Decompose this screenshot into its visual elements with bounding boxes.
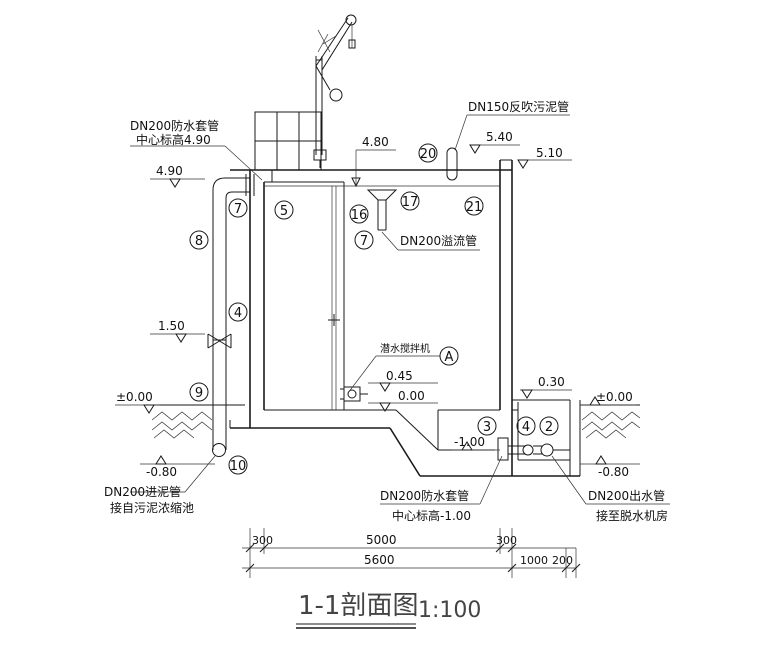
inlet-pipe	[207, 174, 255, 457]
dim-300-left: 300	[252, 534, 273, 547]
elev-m0-80-left: -0.80	[146, 465, 177, 479]
elev-5-40: 5.40	[486, 130, 513, 144]
mark-a: A	[445, 350, 454, 365]
elev-0-00-right: ±0.00	[596, 390, 633, 404]
sleeve-top-elev: 中心标高4.90	[136, 132, 211, 147]
outlet-pipe-label: DN200出水管	[588, 488, 665, 503]
elev-0-30: 0.30	[538, 375, 565, 389]
title-scale: 1:100	[418, 598, 481, 623]
leader-lines	[130, 114, 670, 505]
mixer-label: 潜水搅拌机	[380, 342, 430, 355]
title-underline	[296, 623, 416, 629]
control-cabinet	[254, 111, 322, 171]
elev-1-50: 1.50	[158, 319, 185, 333]
elevation-labels: 4.80 5.40 5.10 4.90 1.50 0.45 0.00 ±0.00…	[116, 130, 633, 479]
backwash-pipe-label: DN150反吹污泥管	[468, 99, 569, 114]
elev-m1-00: -1.00	[454, 435, 485, 449]
dim-5000: 5000	[366, 533, 397, 547]
marker-numbers: 20 21 7 5 16 17 7 8 4 9 10 A 3 4 2	[195, 147, 553, 474]
inlet-from-label: 接自污泥浓缩池	[110, 500, 194, 515]
dim-5600: 5600	[364, 553, 395, 567]
mark-9: 9	[195, 386, 203, 401]
sleeve-bot-name: DN200防水套管	[380, 488, 469, 503]
mark-7-top: 7	[234, 202, 242, 217]
ground-hatch-left	[150, 404, 245, 439]
drawing-title: 1-1剖面图 1:100	[298, 591, 481, 623]
overflow-pipe-label: DN200溢流管	[400, 233, 477, 248]
title-text: 1-1剖面图	[298, 591, 418, 621]
submersible-mixer	[340, 386, 368, 402]
mark-4-outlet: 4	[522, 420, 530, 435]
sleeve-top-name: DN200防水套管	[130, 118, 219, 133]
outlet-to-label: 接至脱水机房	[596, 508, 668, 523]
dimension-labels: 300 5000 300 5600 1000 200	[252, 533, 573, 567]
mark-4-inlet: 4	[234, 306, 242, 321]
inlet-pipe-label: DN200进泥管	[104, 484, 181, 499]
mark-7-overflow: 7	[360, 234, 368, 249]
mark-8: 8	[195, 234, 203, 249]
hoist-crane	[313, 14, 357, 168]
overflow-funnel	[366, 189, 398, 231]
dimension-lines	[242, 528, 581, 578]
mark-10: 10	[230, 459, 247, 474]
elev-5-10: 5.10	[536, 146, 563, 160]
ground-hatch-right	[580, 404, 641, 439]
mark-21: 21	[466, 200, 483, 215]
mark-5: 5	[280, 204, 288, 219]
elev-0-00-left: ±0.00	[116, 390, 153, 404]
mark-3: 3	[483, 420, 491, 435]
dim-300-right: 300	[496, 534, 517, 547]
elev-0-45: 0.45	[386, 369, 413, 383]
elev-4-80: 4.80	[362, 135, 389, 149]
elev-m0-80-right: -0.80	[598, 465, 629, 479]
mark-20: 20	[420, 147, 437, 162]
tank-structure	[229, 159, 581, 477]
text-labels: DN200防水套管 中心标高4.90 DN150反吹污泥管 DN200溢流管 潜…	[104, 99, 668, 523]
backwash-pipe	[446, 147, 458, 181]
marker-circles	[189, 143, 559, 475]
mark-2: 2	[545, 420, 553, 435]
outlet-pump	[497, 437, 570, 461]
dim-1000: 1000	[520, 554, 548, 567]
sleeve-bot-elev: 中心标高-1.00	[392, 508, 471, 523]
elev-0-00-inner: 0.00	[398, 389, 425, 403]
elevation-markers	[115, 144, 640, 465]
mark-17: 17	[402, 195, 419, 210]
dim-200: 200	[552, 554, 573, 567]
elev-4-90: 4.90	[156, 164, 183, 178]
mark-16: 16	[351, 208, 368, 223]
